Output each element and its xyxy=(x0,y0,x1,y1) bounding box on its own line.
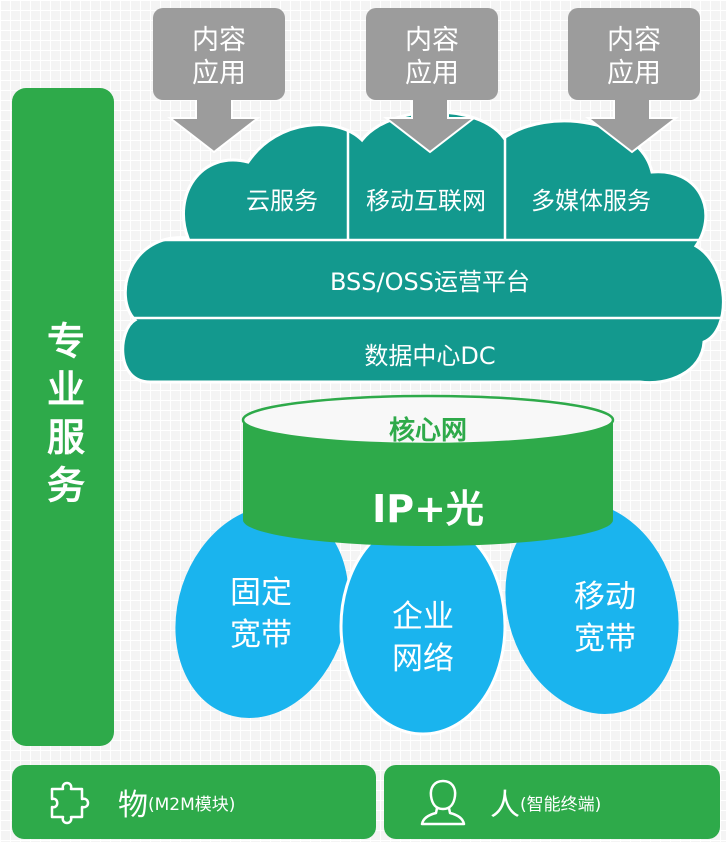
core-network-cylinder xyxy=(241,394,615,546)
professional-services-bar: 专业服务 xyxy=(12,88,114,746)
content-app-tag: 内容 应用 xyxy=(568,8,700,100)
people-label: 人 xyxy=(490,788,520,823)
things-sublabel: (M2M模块) xyxy=(148,794,236,815)
things-label: 物 xyxy=(118,788,148,823)
professional-services-label: 专业服务 xyxy=(40,321,85,513)
mobile-internet-label: 移动互联网 xyxy=(366,187,486,215)
cloud xyxy=(121,110,725,385)
core-network-label: 核心网 xyxy=(388,416,467,446)
bss-oss-platform-label: BSS/OSS运营平台 xyxy=(330,268,530,296)
data-center-label: 数据中心DC xyxy=(364,342,496,370)
fixed-broadband-ellipse xyxy=(175,506,349,718)
content-app-tag: 内容 应用 xyxy=(366,8,498,100)
access-ellipses xyxy=(175,502,679,736)
arrow-down-icon xyxy=(167,95,261,154)
person-icon xyxy=(420,779,466,826)
mobile-broadband-label: 移动 宽带 xyxy=(574,579,636,657)
cloud-service-label: 云服务 xyxy=(246,187,318,215)
content-app-tag: 内容 应用 xyxy=(153,8,285,100)
fixed-broadband-label: 固定 宽带 xyxy=(230,575,292,653)
puzzle-icon xyxy=(50,781,90,825)
enterprise-network-label: 企业 网络 xyxy=(392,599,454,677)
people-sublabel: (智能终端) xyxy=(520,794,602,815)
mobile-broadband-ellipse xyxy=(505,502,679,714)
multimedia-service-label: 多媒体服务 xyxy=(531,187,651,215)
ip-optical-label: IP+光 xyxy=(372,487,484,531)
things-m2m-box: 物 (M2M模块) xyxy=(12,765,376,839)
people-terminal-box: 人 (智能终端) xyxy=(384,765,720,839)
